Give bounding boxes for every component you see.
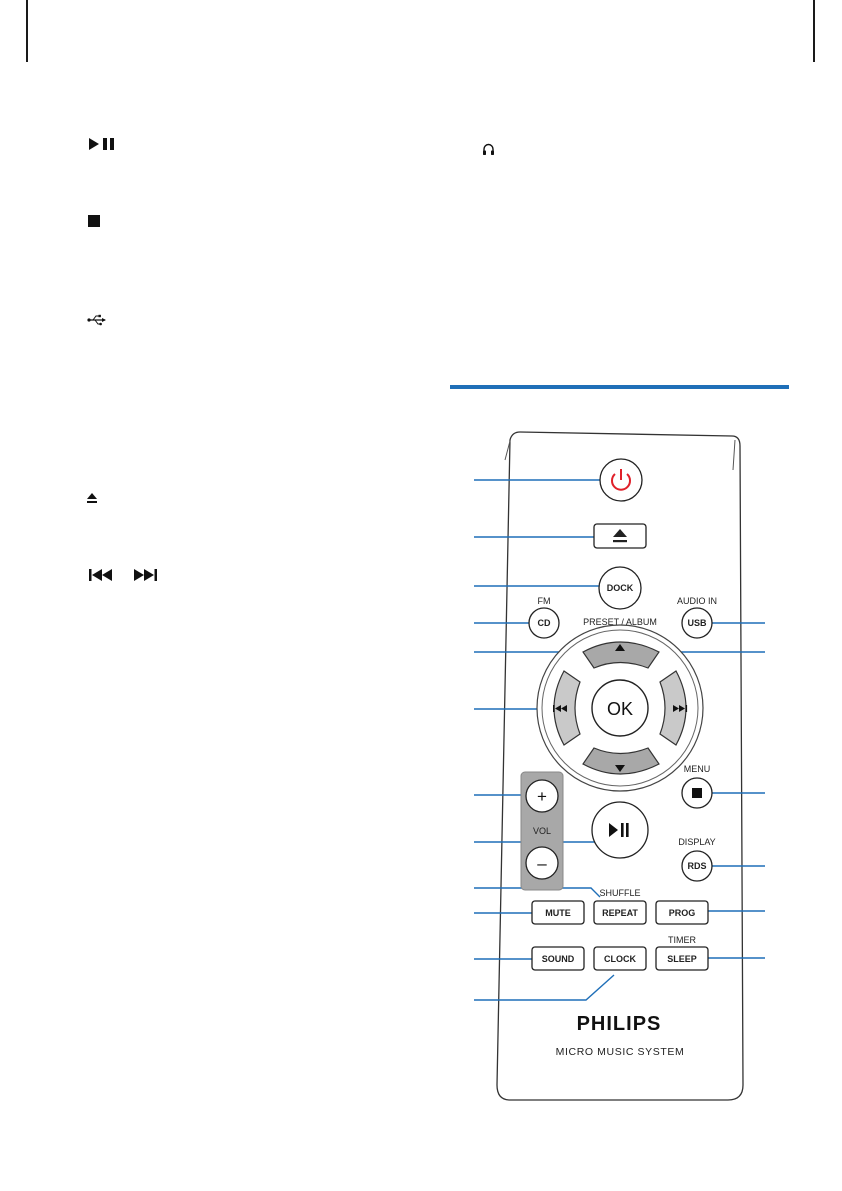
nav-down-button[interactable]	[582, 747, 660, 775]
cd-label: CD	[538, 618, 551, 628]
rds-label: RDS	[687, 861, 706, 871]
audio-in-label: AUDIO IN	[677, 596, 717, 606]
down-arrow-icon	[615, 765, 625, 772]
vol-label: VOL	[533, 826, 551, 836]
model-label: MICRO MUSIC SYSTEM	[556, 1046, 685, 1058]
nav-next-button[interactable]	[659, 670, 688, 746]
prog-label: PROG	[669, 908, 696, 918]
nav-prev-button[interactable]	[553, 670, 581, 746]
stop-icon	[86, 213, 102, 229]
stop-icon	[692, 788, 702, 798]
sleep-label: SLEEP	[667, 954, 697, 964]
sound-button[interactable]: SOUND	[531, 946, 585, 971]
fm-label: FM	[538, 596, 551, 606]
dock-label: DOCK	[607, 583, 634, 593]
mute-label: MUTE	[545, 908, 571, 918]
cd-button[interactable]: CD	[528, 607, 560, 639]
clock-button[interactable]: CLOCK	[593, 946, 647, 971]
clock-label: CLOCK	[604, 954, 636, 964]
page-rule-left	[26, 0, 28, 62]
eject-icon	[613, 529, 627, 543]
stop-button[interactable]	[681, 777, 713, 809]
play-pause-icon	[86, 136, 118, 152]
vol-up-button[interactable]: +	[525, 779, 559, 813]
prev-icon	[553, 705, 567, 712]
nav-up-button[interactable]	[582, 641, 660, 669]
vol-down-button[interactable]: –	[525, 846, 559, 880]
usb-label: USB	[687, 618, 707, 628]
vol-minus-label: –	[537, 854, 547, 873]
brand-logo: PHILIPS	[577, 1013, 662, 1035]
power-button[interactable]	[599, 458, 643, 502]
up-arrow-icon	[615, 644, 625, 651]
rds-button[interactable]: RDS	[681, 850, 713, 882]
usb-button[interactable]: USB	[681, 607, 713, 639]
headphones-icon	[480, 141, 496, 157]
timer-label: TIMER	[668, 935, 696, 945]
section-rule	[450, 385, 789, 389]
display-label: DISPLAY	[678, 837, 715, 847]
ok-button[interactable]: OK	[591, 679, 649, 737]
repeat-button[interactable]: REPEAT	[593, 900, 647, 925]
vol-plus-label: +	[537, 787, 547, 806]
sound-label: SOUND	[542, 954, 575, 964]
play-pause-button[interactable]	[591, 801, 649, 859]
sleep-button[interactable]: SLEEP	[655, 946, 709, 971]
menu-label: MENU	[684, 764, 711, 774]
preset-album-label: PRESET / ALBUM	[583, 617, 657, 627]
next-icon	[673, 705, 688, 712]
power-icon	[611, 469, 631, 491]
prev-next-icon	[86, 567, 166, 583]
prog-button[interactable]: PROG	[655, 900, 709, 925]
shuffle-label: SHUFFLE	[599, 888, 640, 898]
page-rule-right	[813, 0, 815, 62]
ok-label: OK	[607, 699, 633, 719]
eject-button[interactable]	[593, 523, 647, 549]
usb-icon	[86, 313, 108, 327]
repeat-label: REPEAT	[602, 908, 638, 918]
remote-edge	[504, 439, 736, 471]
eject-icon	[85, 491, 99, 505]
play-pause-icon	[609, 823, 629, 837]
dock-button[interactable]: DOCK	[598, 566, 642, 610]
mute-button[interactable]: MUTE	[531, 900, 585, 925]
